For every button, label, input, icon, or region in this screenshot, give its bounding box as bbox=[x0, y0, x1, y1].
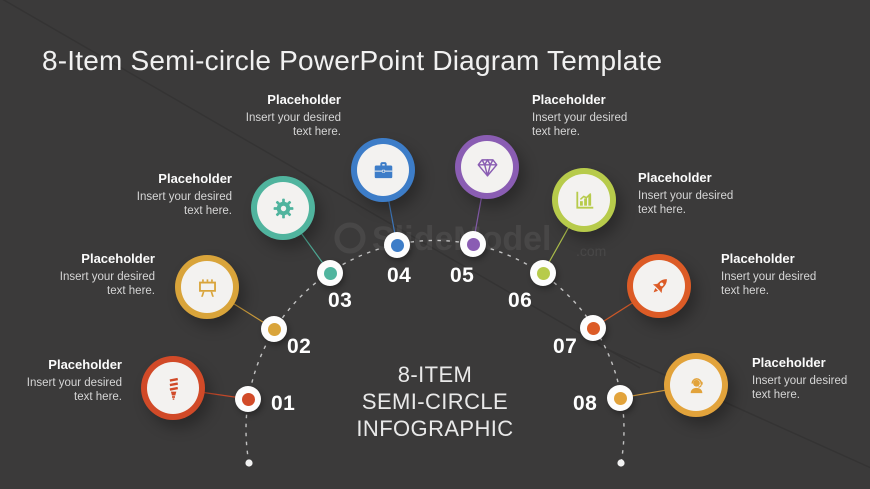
arc-node bbox=[384, 232, 410, 258]
item-number: 02 bbox=[287, 335, 312, 358]
arc-node bbox=[580, 315, 606, 341]
item-description: Insert your desired text here. bbox=[59, 271, 155, 298]
item-text-block: Placeholder Insert your desired text her… bbox=[532, 92, 628, 139]
item-label: Placeholder bbox=[638, 170, 712, 185]
arc-node bbox=[261, 316, 287, 342]
background-diagonal-line bbox=[0, 0, 640, 368]
item-text-block: Placeholder Insert your desired text her… bbox=[59, 251, 155, 298]
item-description: Insert your desired text here. bbox=[136, 191, 232, 218]
item-text-block: Placeholder Insert your desired text her… bbox=[136, 171, 232, 218]
item-text-block: Placeholder Insert your desired text her… bbox=[721, 251, 817, 298]
item-circle bbox=[552, 168, 616, 232]
item-label: Placeholder bbox=[532, 92, 606, 107]
item-circle bbox=[251, 176, 315, 240]
watermark-logo-icon bbox=[334, 222, 366, 254]
gear-icon bbox=[273, 198, 293, 218]
bar-chart-icon bbox=[575, 191, 593, 209]
rocket-icon bbox=[652, 278, 667, 293]
item-label: Placeholder bbox=[158, 171, 232, 186]
arc-node bbox=[460, 231, 486, 257]
arc-node bbox=[530, 260, 556, 286]
support-agent-icon bbox=[690, 377, 703, 393]
arc-end-dot bbox=[617, 459, 625, 467]
arc-node bbox=[607, 385, 633, 411]
item-number: 08 bbox=[573, 392, 598, 415]
billboard-icon bbox=[198, 278, 216, 297]
item-description: Insert your desired text here. bbox=[638, 190, 734, 217]
item-text-block: Placeholder Insert your desired text her… bbox=[638, 170, 734, 217]
center-caption: 8-ITEM SEMI-CIRCLE INFOGRAPHIC bbox=[335, 361, 535, 442]
arc-node bbox=[235, 386, 261, 412]
item-text-block: Placeholder Insert your desired text her… bbox=[26, 357, 122, 404]
item-circle bbox=[455, 135, 519, 199]
arc-end-dot bbox=[245, 459, 253, 467]
item-label: Placeholder bbox=[81, 251, 155, 266]
item-description: Insert your desired text here. bbox=[245, 112, 341, 139]
item-circle bbox=[351, 138, 415, 202]
item-text-block: Placeholder Insert your desired text her… bbox=[752, 355, 848, 402]
slide-title: 8-Item Semi-circle PowerPoint Diagram Te… bbox=[42, 44, 663, 76]
item-circle bbox=[664, 353, 728, 417]
center-caption-line: INFOGRAPHIC bbox=[356, 416, 514, 441]
item-circle bbox=[175, 255, 239, 319]
item-label: Placeholder bbox=[48, 357, 122, 372]
item-number: 06 bbox=[508, 289, 533, 312]
item-label: Placeholder bbox=[721, 251, 795, 266]
item-description: Insert your desired text here. bbox=[532, 112, 628, 139]
item-text-block: Placeholder Insert your desired text her… bbox=[245, 92, 341, 139]
item-description: Insert your desired text here. bbox=[26, 377, 122, 404]
semi-circle-arc bbox=[245, 239, 625, 464]
item-number: 01 bbox=[271, 392, 296, 415]
item-number: 04 bbox=[387, 264, 412, 287]
diamond-icon bbox=[477, 158, 497, 177]
item-description: Insert your desired text here. bbox=[721, 271, 817, 298]
item-label: Placeholder bbox=[267, 92, 341, 107]
watermark-suffix: .com bbox=[576, 243, 606, 259]
center-caption-line: SEMI-CIRCLE bbox=[361, 389, 509, 414]
item-circle bbox=[141, 356, 205, 420]
center-caption-line: 8-ITEM bbox=[397, 362, 473, 387]
item-label: Placeholder bbox=[752, 355, 826, 370]
briefcase-icon bbox=[374, 161, 392, 178]
item-number: 07 bbox=[553, 335, 578, 358]
arc-node bbox=[317, 260, 343, 286]
item-description: Insert your desired text here. bbox=[752, 375, 848, 402]
cfl-bulb-icon bbox=[169, 377, 178, 400]
item-circle bbox=[627, 254, 691, 318]
item-number: 05 bbox=[450, 264, 475, 287]
background-diagonal-line bbox=[597, 344, 870, 469]
item-number: 03 bbox=[328, 289, 353, 312]
